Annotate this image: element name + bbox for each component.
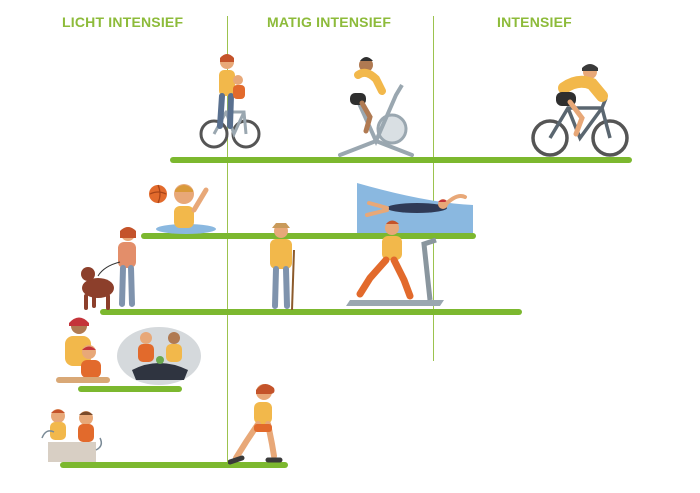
stationary-bike-icon <box>338 57 414 157</box>
header-high-intensity: INTENSIEF <box>497 14 572 30</box>
dog-walking-icon <box>81 227 136 310</box>
hiking-icon <box>270 223 295 311</box>
header-moderate-intensity: MATIG INTENSIEF <box>267 14 392 30</box>
header-light-intensity: LICHT INTENSIEF <box>62 14 184 30</box>
intensity-bar-row-2 <box>141 233 476 239</box>
gardening-icon <box>117 327 201 385</box>
divider-moderate-intense <box>433 16 434 361</box>
playing-with-child-icon <box>56 317 110 383</box>
swimming-icon <box>357 183 473 233</box>
intensity-bar-row-3 <box>100 309 522 315</box>
water-ball-play-icon <box>149 184 216 234</box>
divider-light-moderate <box>227 16 228 466</box>
video-gaming-icon <box>41 409 103 462</box>
treadmill-running-icon <box>346 220 444 306</box>
family-cycling-icon <box>199 54 261 149</box>
intensity-bar-row-1 <box>170 157 632 163</box>
road-cycling-icon <box>531 64 629 157</box>
inline-skating-icon <box>228 383 283 465</box>
intensity-bar-row-5 <box>60 462 288 468</box>
intensity-bar-row-4 <box>78 386 182 392</box>
